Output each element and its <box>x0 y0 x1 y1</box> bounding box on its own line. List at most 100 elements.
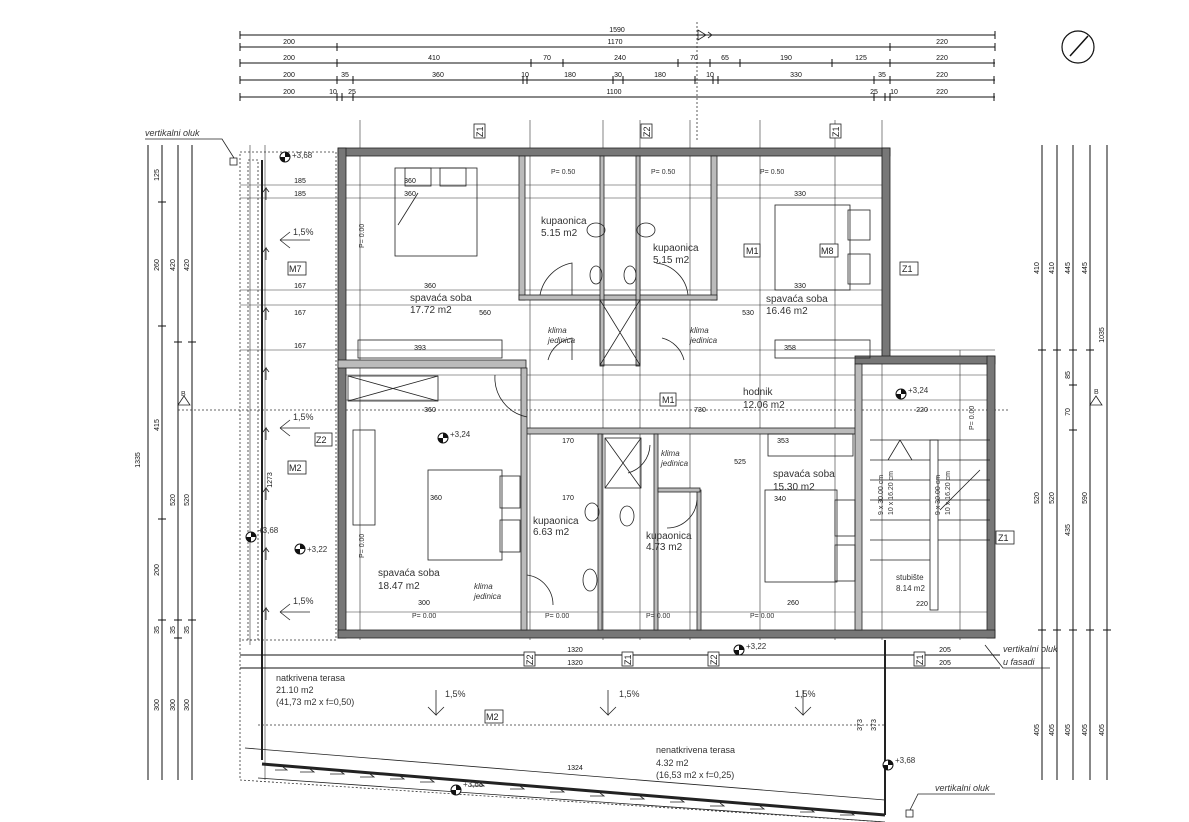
sill-height: P= 0.50 <box>651 169 675 176</box>
level-value: +3,68 <box>258 526 279 535</box>
furniture <box>347 167 990 611</box>
dim: 340 <box>774 496 786 503</box>
dim: 35 <box>878 72 886 79</box>
ac-unit-label: klima <box>548 326 567 335</box>
gutter-facade-note: vertikalni oluk <box>1003 644 1058 654</box>
dim: 1035 <box>1099 327 1106 343</box>
dim: 410 <box>1034 262 1041 274</box>
dim: 205 <box>939 647 951 654</box>
room-name: kupaonica <box>541 216 587 227</box>
dim: 300 <box>154 699 161 711</box>
dim: 1320 <box>567 647 583 654</box>
dim: 520 <box>184 494 191 506</box>
material-tag: M8 <box>821 246 834 256</box>
dim: 170 <box>562 438 574 445</box>
window-tag: Z1 <box>902 264 913 274</box>
dim: 360 <box>430 495 442 502</box>
ac-unit-label: jedinica <box>547 336 576 345</box>
dim: 65 <box>721 55 729 62</box>
sill-height: P= 0.00 <box>545 613 569 620</box>
dim: 360 <box>432 72 444 79</box>
left-dimension-chains: 1335 125 260 415 200 35 300 420 420 520 … <box>135 145 1010 780</box>
stair-spec: 9 x 30.00 cm <box>935 475 942 515</box>
window-tag: Z2 <box>642 126 652 137</box>
slope-label: 1,5% <box>619 689 640 699</box>
room-name: spavaća soba <box>410 293 472 304</box>
dim: 415 <box>154 419 161 431</box>
ac-unit-label: klima <box>661 449 680 458</box>
terrace-calc: (16,53 m2 x f=0,25) <box>656 770 734 780</box>
stair-spec: 10 x 16.20 cm <box>945 471 952 515</box>
exterior-walls <box>337 147 996 639</box>
dim: 260 <box>787 600 799 607</box>
bed-icon <box>774 204 851 291</box>
level-marker-icon <box>450 784 462 796</box>
dim: 445 <box>1082 262 1089 274</box>
dim: 730 <box>694 407 706 414</box>
terrace-name: natkrivena terasa <box>276 673 345 683</box>
dim: 70 <box>543 55 551 62</box>
sill-height: P= 0.00 <box>359 224 366 248</box>
dim: 185 <box>294 178 306 185</box>
dim: 200 <box>283 89 295 96</box>
dim: 25 <box>348 89 356 96</box>
dim: 520 <box>1034 492 1041 504</box>
dim: 353 <box>777 438 789 445</box>
dim: 405 <box>1034 724 1041 736</box>
window-tag: Z1 <box>998 533 1009 543</box>
room-area: 17.72 m2 <box>410 305 452 316</box>
room-area: 6.63 m2 <box>533 527 570 538</box>
dim: 185 <box>294 191 306 198</box>
window-tag: Z2 <box>525 654 535 665</box>
top-dimension-chains: 1590 200 1170 220 200 410 70 240 70 65 1… <box>239 22 996 140</box>
dim: 300 <box>170 699 177 711</box>
section-mark: B <box>1094 389 1099 396</box>
sill-height: P= 0.50 <box>760 169 784 176</box>
bed-icon <box>764 489 838 583</box>
dim: 1273 <box>267 472 274 488</box>
room-name: kupaonica <box>646 531 692 542</box>
dim: 445 <box>1065 262 1072 274</box>
dim: 358 <box>784 345 796 352</box>
dim: 1170 <box>607 39 622 46</box>
level-marker-icon <box>294 543 306 555</box>
window-tag: Z2 <box>316 435 327 445</box>
dim: 180 <box>564 72 576 79</box>
element-tags: Z1 Z2 Z1 M1 M8 Z1 M7 M1 Z2 M2 Z1 M2 Z2 Z… <box>287 123 1015 724</box>
level-value: +3,24 <box>450 430 471 439</box>
wardrobe <box>352 429 376 526</box>
interior-walls <box>337 155 863 631</box>
dim: 70 <box>690 55 698 62</box>
stair-spec: 9 x 30.00 cm <box>878 475 885 515</box>
dim: 35 <box>341 72 349 79</box>
dim: 373 <box>857 719 864 731</box>
dim: 70 <box>1065 408 1072 416</box>
window-tag: Z1 <box>831 126 841 137</box>
ac-unit-label: jedinica <box>473 592 502 601</box>
terrace-calc: (41,73 m2 x f=0,50) <box>276 697 354 707</box>
window-tag: Z1 <box>915 654 925 665</box>
dim: 360 <box>404 191 416 198</box>
dim: 10 <box>890 89 898 96</box>
level-marker-icon <box>733 644 745 656</box>
terrace-area: 4.32 m2 <box>656 758 689 768</box>
dim: 30 <box>614 72 622 79</box>
dim: 125 <box>154 169 161 181</box>
dim: 435 <box>1065 524 1072 536</box>
wardrobe <box>767 433 854 457</box>
material-tag: M1 <box>662 395 675 405</box>
dim: 373 <box>871 719 878 731</box>
sill-height: P= 0.00 <box>359 534 366 558</box>
north-arrow-icon <box>1061 30 1095 64</box>
room-name: hodnik <box>743 387 773 398</box>
level-value: +3,68 <box>463 780 484 789</box>
terrace-area: 21.10 m2 <box>276 685 314 695</box>
dim-total-depth: 1335 <box>135 452 142 468</box>
dim: 25 <box>870 89 878 96</box>
level-value: +3,22 <box>307 545 328 554</box>
ac-unit-label: klima <box>690 326 709 335</box>
bed-icon <box>427 469 503 561</box>
level-marker-icon <box>882 759 894 771</box>
dim: 125 <box>855 55 867 62</box>
dim: 240 <box>614 55 626 62</box>
